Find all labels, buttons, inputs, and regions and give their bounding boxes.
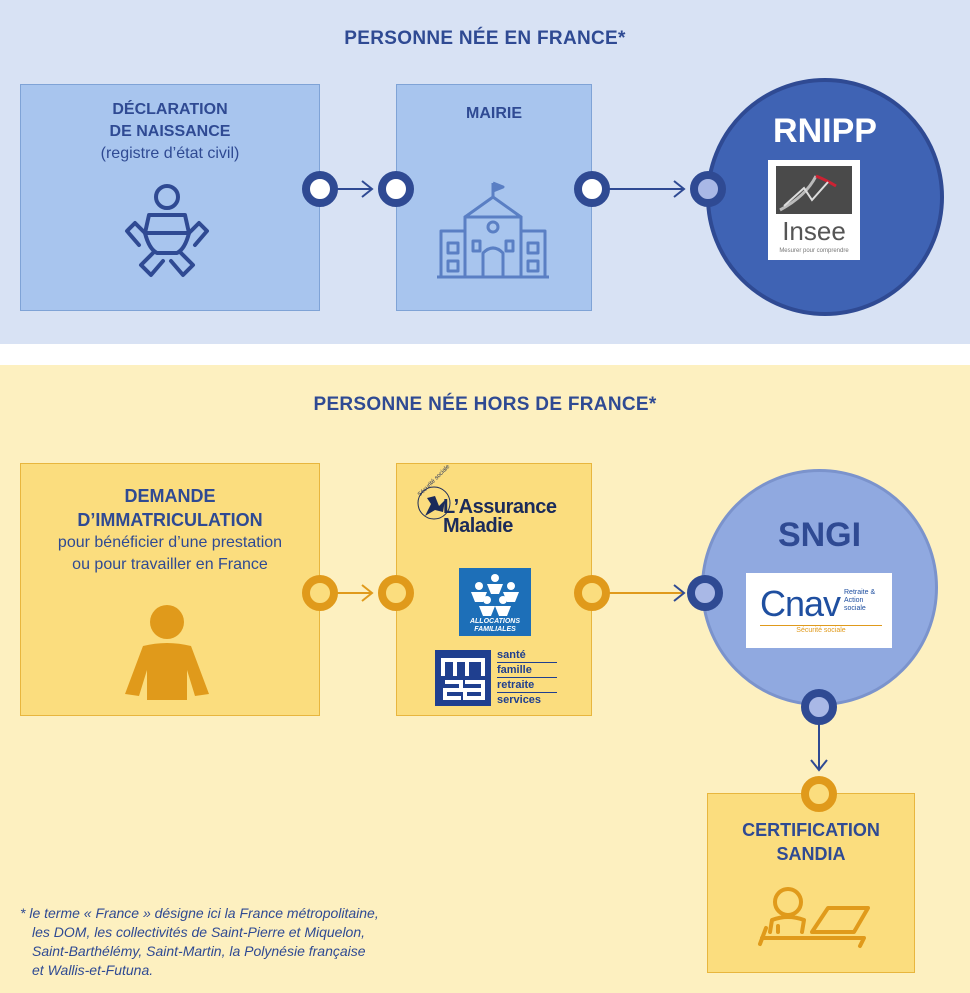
demande-subtitle-line1: pour bénéficier d’une prestation [57,534,283,551]
cnav-logo: Cnav Retraite & Action sociale Sécurité … [746,573,892,648]
insee-emblem-icon [776,166,852,214]
sngi-circle: SNGI Cnav Retraite & Action sociale Sécu… [701,469,938,706]
caf-logo-text: ALLOCATIONS FAMILIALES [469,618,521,633]
demande-box: DEMANDE D’IMMATRICULATION pour bénéficie… [20,463,320,716]
connector-organismes-sngi [574,575,723,611]
insee-logo-tagline: Mesurer pour comprendre [779,248,849,254]
section-france-title: PERSONNE NÉE EN FRANCE* [344,28,626,49]
town-hall-icon [437,181,549,279]
section-france: PERSONNE NÉE EN FRANCE* DÉCLARATION DE N… [0,0,970,344]
mairie-label: MAIRIE [466,105,522,122]
certification-box: CERTIFICATION SANDIA [707,793,915,973]
msa-logo: santé famille retraite services [435,648,559,708]
assurance-maladie-logo: L’Assurance Maladie [443,496,557,537]
declaration-subtitle: (registre d’état civil) [100,145,240,162]
section-hors-title: PERSONNE NÉE HORS DE FRANCE* [313,394,657,415]
caf-figures-icon [471,574,519,616]
cnav-logo-side: Retraite & Action sociale [844,589,876,612]
msa-square [435,650,491,706]
connector-declaration-mairie [302,171,726,207]
assurance-maladie-emblem-icon [417,486,451,520]
person-icon [125,605,209,700]
msa-line-3: retraite [497,678,557,693]
footnote-line-3: Saint-Barthélémy, Saint-Martin, la Polyn… [32,943,366,959]
insee-logo-text: Insee [782,216,846,246]
certification-title-line1: CERTIFICATION [742,820,880,840]
baby-icon [125,184,209,277]
demande-title-line1: DEMANDE [124,486,216,506]
msa-line-1: santé [497,648,557,663]
declaration-title-line1: DÉCLARATION [112,101,228,118]
footnote-line-4: et Wallis-et-Futuna. [32,962,154,978]
organismes-box: L’Assurance Maladie Sécurité sociale ALL… [396,463,592,716]
certification-title-line2: SANDIA [776,844,846,864]
msa-line-2: famille [497,663,557,678]
connector-mairie-rnipp [574,171,726,207]
msa-letters-icon [441,658,485,700]
footnote-line-2: les DOM, les collectivités de Saint-Pier… [32,924,366,940]
declaration-title-line2: DE NAISSANCE [109,123,231,140]
msa-line-4: services [497,694,542,706]
connector-demande-organismes [302,575,414,611]
connector-sngi-certification [801,689,837,812]
rnipp-circle: RNIPP Insee Mesurer pour comprendre [706,78,944,316]
mairie-box: MAIRIE [396,84,592,311]
footnote-line-1: * le terme « France » désigne ici la Fra… [20,905,379,921]
footnote: * le terme « France » désigne ici la Fra… [20,904,379,980]
demande-subtitle-line2: ou pour travailler en France [72,556,268,573]
rnipp-label: RNIPP [773,112,877,150]
insee-logo: Insee Mesurer pour comprendre [768,160,860,260]
declaration-box: DÉCLARATION DE NAISSANCE (registre d’éta… [20,84,320,311]
demande-title-line2: D’IMMATRICULATION [77,510,263,530]
cnav-logo-text: Cnav [760,583,841,624]
caf-logo: ALLOCATIONS FAMILIALES [459,568,531,636]
cnav-logo-bottom: Sécurité sociale [760,625,882,634]
sngi-label: SNGI [777,516,862,554]
person-at-desk-icon [758,887,870,948]
